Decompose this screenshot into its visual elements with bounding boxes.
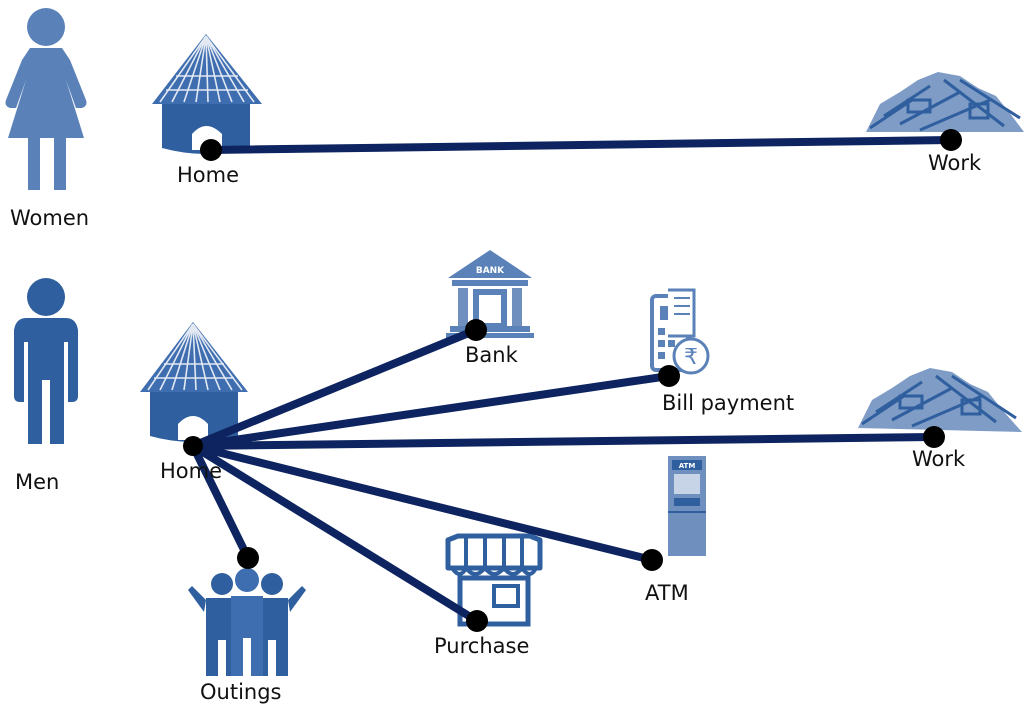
- men-home-node: [183, 436, 203, 456]
- home-purchase-line: [189, 442, 481, 625]
- men-label: Men: [15, 470, 59, 494]
- women-work-label: Work: [928, 151, 982, 175]
- store-purchase-icon: [445, 533, 543, 627]
- outings-node: [237, 547, 259, 569]
- home-outings-line: [189, 442, 252, 562]
- woman-figure-icon: [5, 8, 87, 190]
- women-home-work-line: [207, 136, 955, 154]
- home-bill-line: [189, 372, 673, 450]
- men-work-scrap-icon: [858, 368, 1022, 432]
- women-label: Women: [10, 206, 89, 230]
- bank-node: [465, 319, 487, 341]
- bank-label: Bank: [465, 343, 519, 367]
- atm-node: [641, 549, 663, 571]
- men-connections: [189, 326, 938, 625]
- bank-icon: BANK: [446, 250, 534, 338]
- bill-payment-icon: ₹: [650, 288, 710, 375]
- men-home-label: Home: [160, 459, 222, 483]
- women-work-scrap-icon: [866, 72, 1024, 132]
- men-work-label: Work: [912, 447, 966, 471]
- man-figure-icon: [14, 278, 78, 444]
- women-work-node: [940, 129, 962, 151]
- women-home-node: [200, 139, 222, 161]
- purchase-label: Purchase: [434, 634, 529, 658]
- women-home-label: Home: [177, 163, 239, 187]
- atm-sign-text: ATM: [679, 462, 696, 470]
- women-home-hut-icon: [152, 34, 262, 154]
- bank-sign-text: BANK: [476, 266, 505, 276]
- bill-payment-label: Bill payment: [662, 391, 794, 415]
- men-home-hut-icon: [140, 322, 248, 442]
- rupee-symbol-text: ₹: [684, 345, 698, 370]
- home-bank-line: [189, 326, 480, 450]
- purchase-node: [466, 610, 488, 632]
- home-work-line: [189, 433, 938, 450]
- home-atm-line: [189, 442, 656, 564]
- men-work-node: [923, 426, 945, 448]
- outings-label: Outings: [200, 680, 282, 704]
- outings-group-icon: [188, 568, 306, 676]
- atm-label: ATM: [645, 581, 689, 605]
- bill-payment-node: [658, 365, 680, 387]
- atm-machine-icon: ATM: [668, 456, 706, 556]
